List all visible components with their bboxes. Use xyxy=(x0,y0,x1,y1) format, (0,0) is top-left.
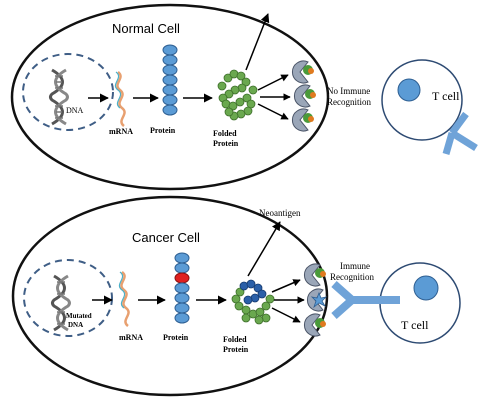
normal-cell-panel xyxy=(10,3,478,191)
mhc-complex-normal xyxy=(291,60,316,132)
mrna-label: mRNA xyxy=(109,127,133,136)
normal-tcell-nucleus xyxy=(397,78,421,102)
neoantigen-label: Neoantigen xyxy=(259,208,301,218)
cancer-tcell-nucleus xyxy=(413,275,439,301)
mhc-complex-cancer xyxy=(303,263,328,337)
mutant-residue xyxy=(174,272,190,284)
cancer-protein-label: Protein xyxy=(163,333,189,342)
neoantigen-star-icon xyxy=(310,291,328,309)
cancer-mrna-label: mRNA xyxy=(119,333,143,342)
cancer-cell-title: Cancer Cell xyxy=(132,230,200,245)
cancer-mrna-strand-icon xyxy=(120,271,130,327)
neoantigen-presenting-mhc xyxy=(306,288,328,312)
no-immune-line2: Recognition xyxy=(327,97,371,107)
tcell-receptor-icon xyxy=(442,111,478,155)
cancer-cell-membrane xyxy=(11,195,329,397)
no-immune-line1: No Immune xyxy=(327,86,371,96)
immune-line2: Recognition xyxy=(330,272,374,282)
mrna-strand-icon xyxy=(116,71,126,127)
normal-tcell xyxy=(381,59,463,141)
cancer-folded-line1: Folded xyxy=(223,335,247,344)
cancer-cell-panel xyxy=(11,195,461,397)
mutated-dna-line1: Mutated xyxy=(66,312,92,320)
folded-label-line1: Folded xyxy=(213,129,237,138)
folded-protein-icon xyxy=(217,69,258,121)
protein-label: Protein xyxy=(150,126,176,135)
cancer-folded-line2: Protein xyxy=(223,345,249,354)
immune-line1: Immune xyxy=(340,261,370,271)
cancer-tcell-label: T cell xyxy=(401,318,429,332)
mutant-folded-protein-icon xyxy=(231,279,275,325)
folded-label-line2: Protein xyxy=(213,139,239,148)
dna-helix-icon xyxy=(49,68,69,126)
arrow-folded-to-surface xyxy=(245,13,270,71)
normal-tcell-label: T cell xyxy=(432,89,460,103)
arrow-to-neoantigen xyxy=(247,221,281,277)
mutated-dna-helix-icon xyxy=(51,274,71,332)
mutated-dna-line2: DNA xyxy=(68,321,84,329)
tcell-receptor-binding-icon xyxy=(331,281,400,319)
protein-chain-icon xyxy=(162,44,178,116)
dna-label: DNA xyxy=(66,106,84,115)
normal-nucleus xyxy=(22,53,114,131)
normal-cell-title: Normal Cell xyxy=(112,21,180,36)
mutant-protein-chain-icon xyxy=(174,252,190,324)
